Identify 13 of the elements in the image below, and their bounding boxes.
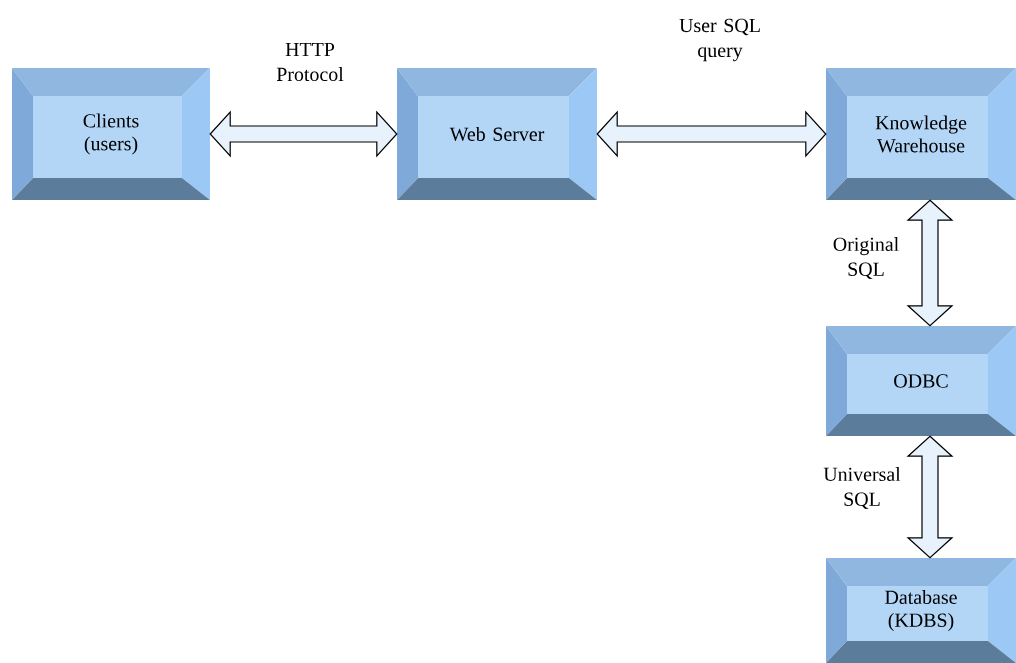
box-3d: Clients (users) (12, 68, 210, 200)
double-arrow (906, 435, 954, 559)
double-arrow (906, 199, 954, 327)
box-3d: Knowledge Warehouse (826, 68, 1016, 200)
double-arrow (209, 110, 398, 158)
box-3d: ODBC (826, 326, 1016, 436)
double-arrow (596, 110, 827, 158)
edge-label: Original SQL (833, 237, 899, 279)
box-3d: Database (KDBS) (826, 558, 1016, 663)
edge-label: HTTP Protocol (276, 42, 344, 82)
box-3d: Web Server (397, 68, 597, 200)
edge-label: User SQL query (679, 18, 760, 62)
edge-label: Universal SQL (823, 467, 901, 509)
